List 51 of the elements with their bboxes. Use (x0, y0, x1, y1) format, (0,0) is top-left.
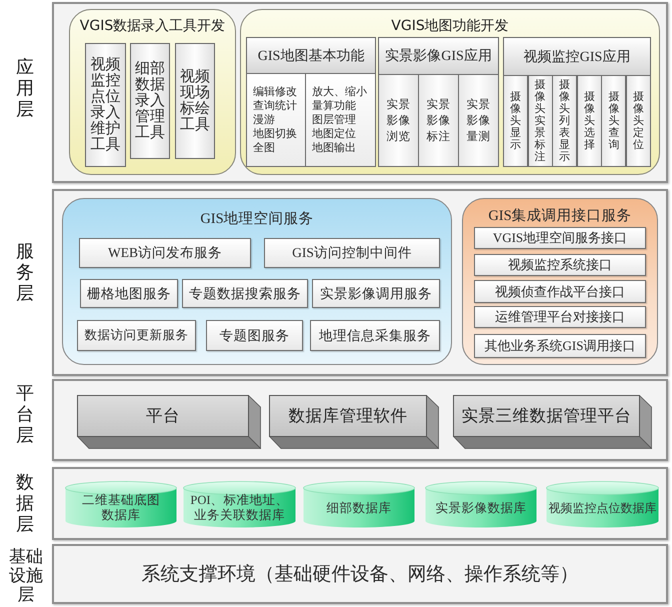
group-header: 实景影像GIS应用 (379, 38, 498, 75)
tool-box: 视频现场标绘工具 (175, 43, 215, 159)
interface-box: 其他业务系统GIS调用接口 (474, 334, 646, 358)
panel-title: GIS地理空间服务 (200, 210, 314, 228)
panel-title: GIS集成调用接口服务 (488, 207, 632, 225)
function-cell: 实景影像标注 (418, 74, 459, 167)
layer-panel (52, 467, 668, 540)
interface-box: VGIS地理空间服务接口 (474, 227, 646, 249)
layer-panel (52, 189, 668, 376)
layer-label: 应用层 (15, 57, 35, 120)
service-panel (462, 198, 658, 365)
function-cell: 摄像头定位 (626, 75, 651, 167)
service-box: 专题数据搜索服务 (182, 279, 308, 308)
tool-box: 视频监控点位录入维护工具 (85, 43, 126, 167)
service-box: 专题图服务 (206, 320, 303, 351)
layer-label: 基础设施层 (8, 548, 44, 605)
tool-box: 细部数据录入管理工具 (130, 43, 170, 159)
service-box: GIS访问控制中间件 (264, 238, 440, 268)
function-cell: 实景影像量测 (458, 74, 499, 167)
function-cell: 摄像头列表显示 (552, 75, 578, 167)
interface-box: 视频监控系统接口 (474, 254, 646, 276)
layer-panel (52, 379, 668, 461)
interface-box: 视频侦查作战平台接口 (474, 280, 646, 303)
function-group (246, 37, 376, 167)
layer-panel (52, 2, 668, 183)
group-header: 视频监控GIS应用 (504, 38, 650, 76)
function-cell: 实景影像浏览 (378, 74, 419, 167)
service-box: WEB访问发布服务 (79, 238, 251, 268)
function-group (378, 37, 499, 167)
layer-label: 数据层 (15, 472, 35, 535)
function-cell: 摄像头实景标注 (528, 75, 553, 167)
service-box: 栅格地图服务 (80, 279, 178, 308)
group-header: GIS地图基本功能 (247, 38, 375, 74)
function-cell: 摄像头查询 (601, 75, 626, 167)
panel-title: VGIS数据录入工具开发 (80, 17, 226, 35)
service-panel (62, 198, 452, 365)
layer-panel: 系统支撑环境（基础硬件设备、网络、操作系统等） (52, 544, 668, 604)
layer-label: 平台层 (15, 383, 35, 446)
panel-title: VGIS地图功能开发 (391, 17, 509, 35)
module-panel (240, 9, 660, 175)
function-cell: 摄像头选择 (576, 75, 602, 167)
service-box: 地理信息采集服务 (310, 320, 440, 351)
interface-box: 运维管理平台对接接口 (474, 306, 646, 328)
function-list: 放大、缩小 量算功能 图层管理 地图定位 地图输出 (305, 73, 376, 167)
module-panel (69, 9, 236, 175)
function-group (503, 37, 651, 167)
function-cell: 摄像头显示 (503, 75, 528, 167)
service-box: 数据访问更新服务 (77, 320, 196, 351)
layer-label: 服务层 (15, 241, 35, 304)
function-list: 编辑修改 查询统计 漫游 地图切换 全图 (246, 73, 306, 167)
service-box: 实景影像调用服务 (312, 279, 440, 308)
